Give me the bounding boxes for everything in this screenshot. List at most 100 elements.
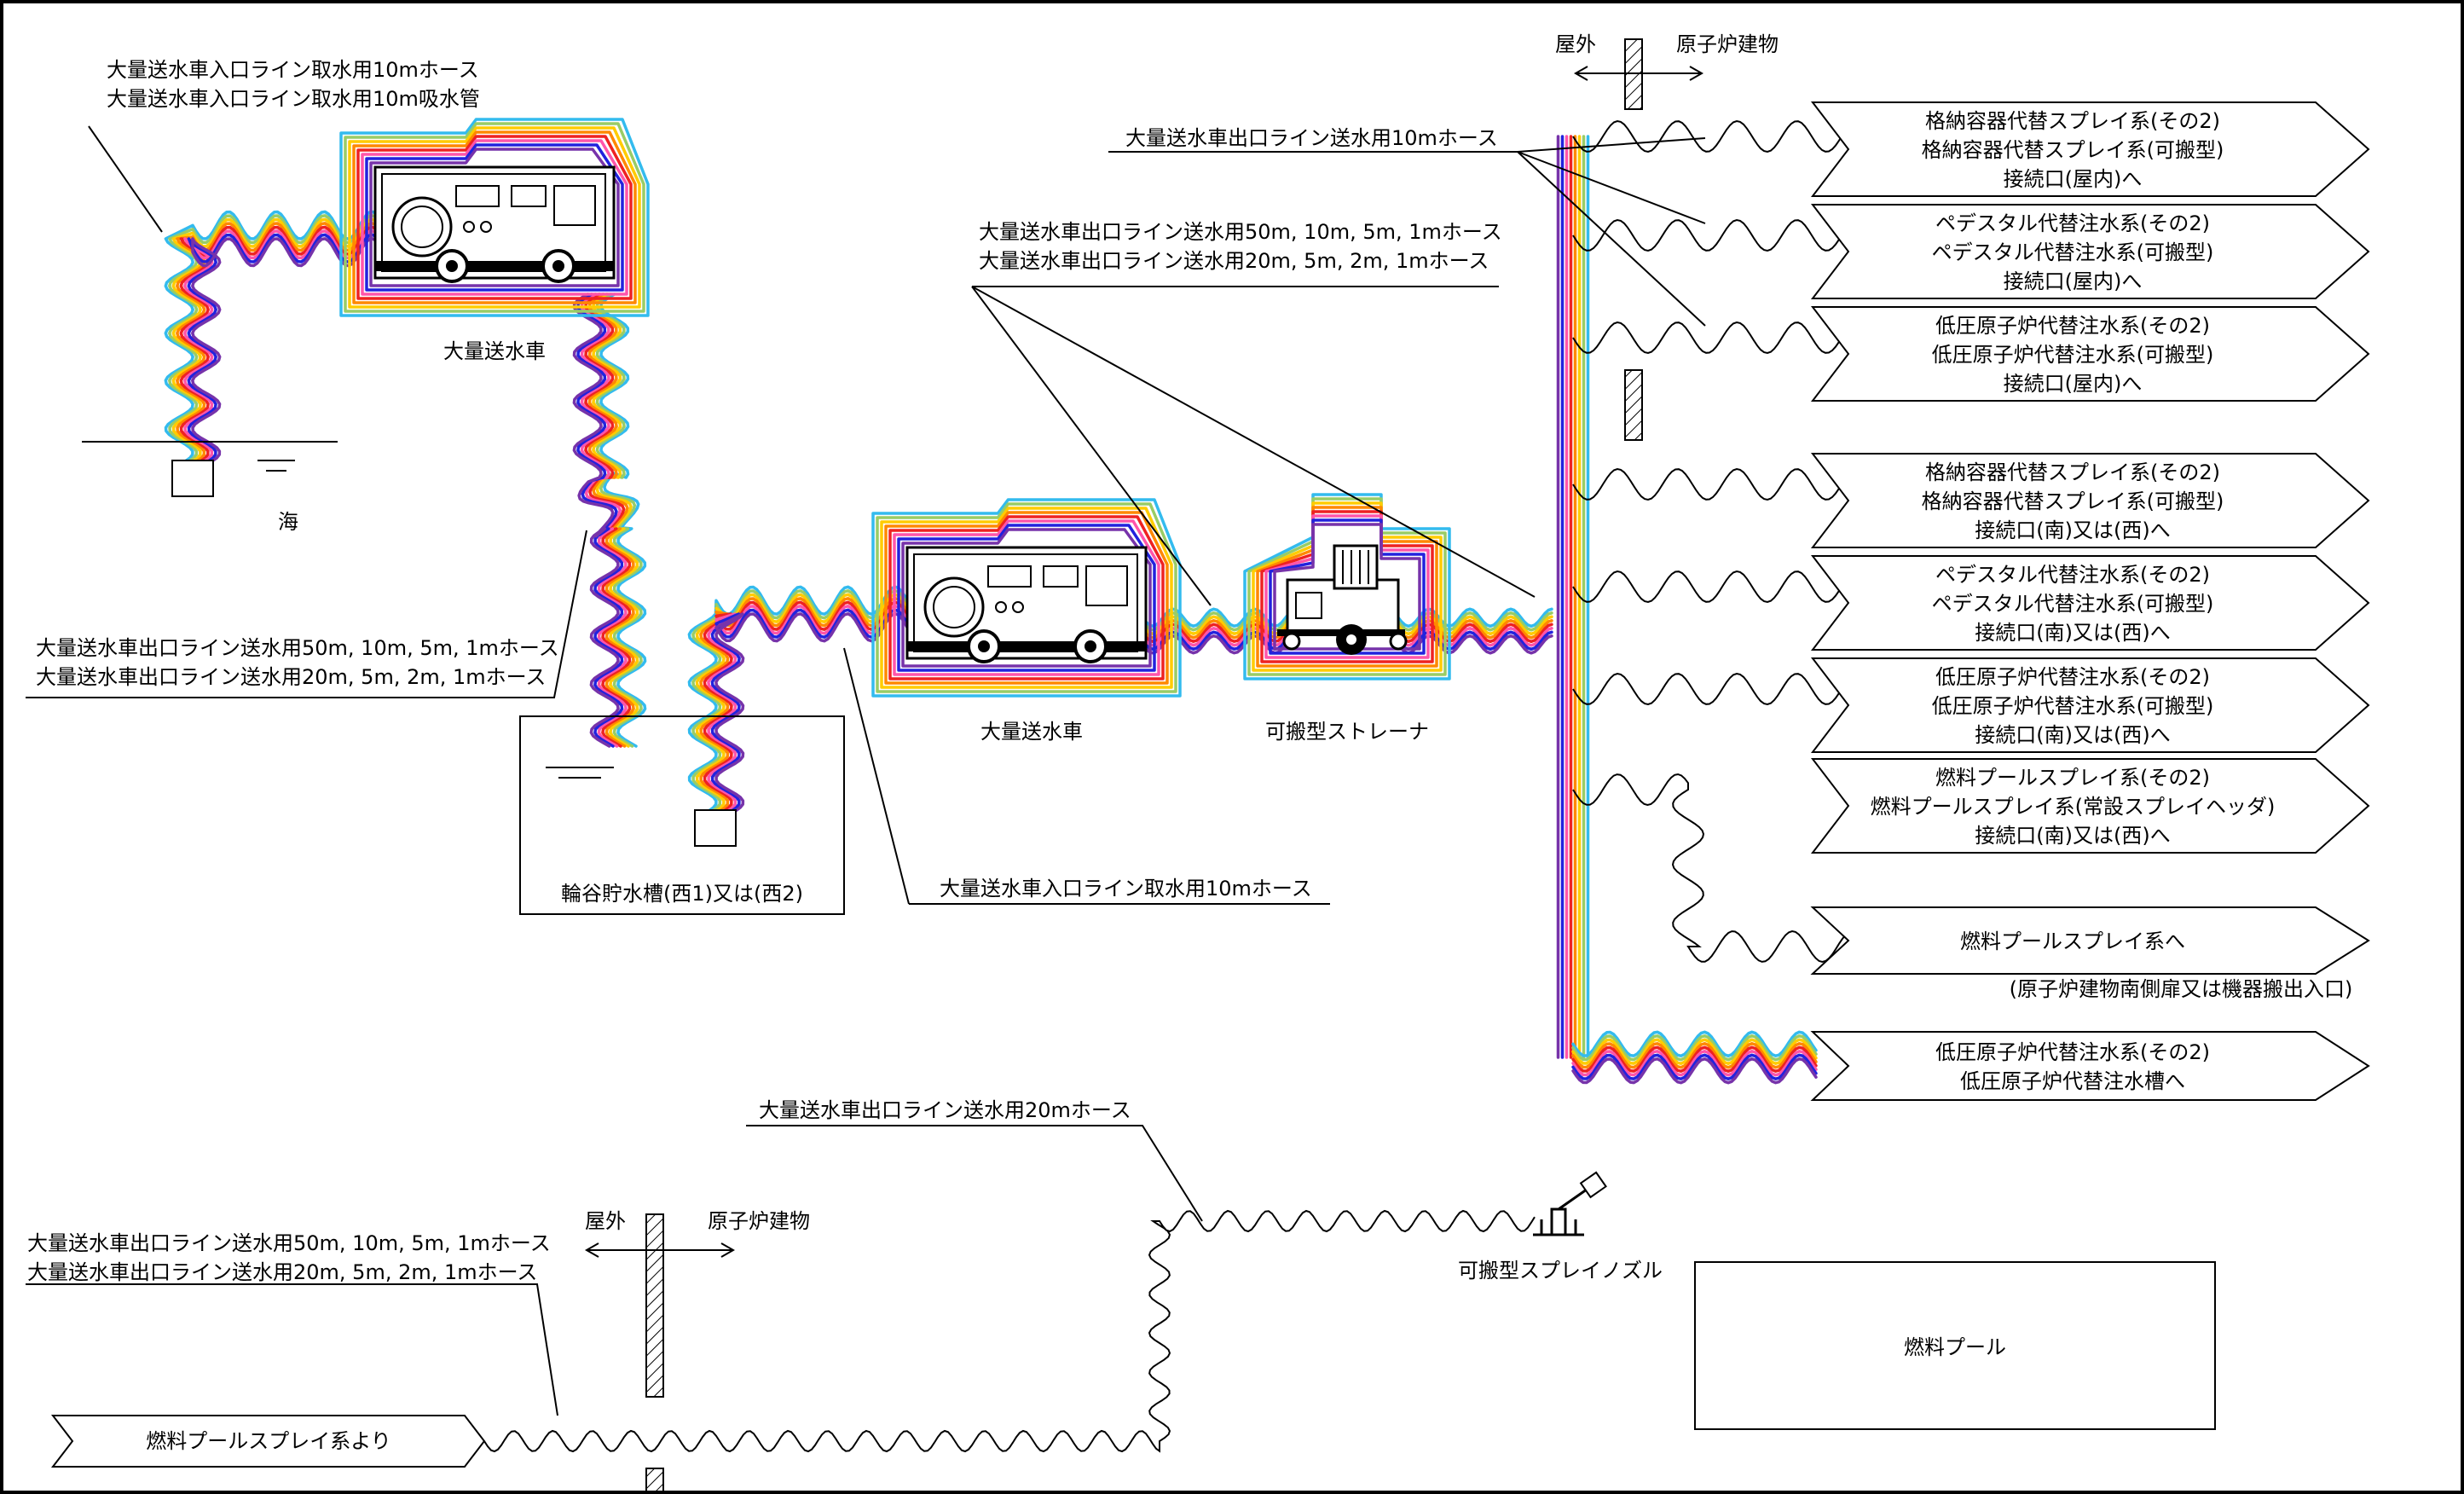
- destination-7: 燃料プールスプレイ系(その2) 燃料プールスプレイ系(常設スプレイヘッダ) 接続口(…: [1810, 758, 2370, 854]
- hose-tank-to-truck2: [687, 585, 914, 816]
- branch-hose-4: [1572, 467, 1847, 501]
- destination-line: 接続口(南)又は(西)へ: [1975, 824, 2170, 848]
- branch-hose-3: [1572, 321, 1847, 355]
- destination-5: ペデスタル代替注水系(その2) ペデスタル代替注水系(可搬型) 接続口(南)又は(西…: [1810, 555, 2370, 651]
- destination-box: [1810, 758, 2370, 854]
- text-labels: 大量送水車入口ライン取水用10mホース 大量送水車入口ライン取水用10m吸水管 …: [27, 32, 2352, 1453]
- truck-1: [373, 165, 616, 283]
- destination-line: 接続口(屋内)へ: [2004, 167, 2143, 191]
- destination-box: [1810, 101, 2370, 197]
- label-tank: 輪谷貯水槽(西1)又は(西2): [561, 882, 803, 906]
- boundary-bottom: [584, 1213, 736, 1494]
- label-strainer: 可搬型ストレーナ: [1265, 720, 1429, 744]
- halo-truck-1: [339, 118, 650, 317]
- destination-line: ペデスタル代替注水系(その2): [1935, 211, 2210, 235]
- destination-4: 格納容器代替スプレイ系(その2) 格納容器代替スプレイ系(可搬型) 接続口(南)又は…: [1810, 453, 2370, 548]
- hose-truck1-to-tank: [572, 292, 647, 748]
- destination-9: 低圧原子炉代替注水系(その2) 低圧原子炉代替注水槽へ: [1810, 1031, 2370, 1101]
- label-outdoor-top: 屋外: [1555, 32, 1596, 56]
- destination-8: 燃料プールスプレイ系へ: [1810, 906, 2370, 975]
- label-bottom-hose-a: 大量送水車出口ライン送水用50m, 10m, 5m, 1mホース: [27, 1231, 551, 1255]
- destination-line: ペデスタル代替注水系(可搬型): [1932, 592, 2214, 616]
- truck-2: [905, 546, 1148, 663]
- destination-box: [1810, 204, 2370, 299]
- label-mid-outlet-hose-b: 大量送水車出口ライン送水用20m, 5m, 2m, 1mホース: [979, 249, 1489, 273]
- destination-box: [1810, 453, 2370, 548]
- destination-line: 燃料プールスプレイ系へ: [1960, 929, 2185, 953]
- destination-box: [1810, 306, 2370, 402]
- sea-water: [82, 441, 338, 497]
- destination-line: 接続口(南)又は(西)へ: [1975, 723, 2170, 747]
- branch-hose-5: [1572, 570, 1847, 604]
- label-mid-outlet-hose-a: 大量送水車出口ライン送水用50m, 10m, 5m, 1mホース: [979, 220, 1502, 244]
- halo-strainer: [1243, 493, 1451, 680]
- fuel-pool-box: [1694, 1261, 2216, 1430]
- destination-line: ペデスタル代替注水系(その2): [1935, 563, 2210, 587]
- label-fuel-pool: 燃料プール: [1904, 1335, 2006, 1359]
- destination-line: 低圧原子炉代替注水槽へ: [1960, 1069, 2185, 1093]
- branch-hose-2: [1572, 218, 1847, 252]
- boundary-top: [1573, 38, 1704, 441]
- destination-line: 接続口(屋内)へ: [2004, 269, 2143, 293]
- leader-lines: [26, 125, 1706, 1416]
- destination-line: 燃料プールスプレイ系(その2): [1935, 766, 2210, 790]
- label-reactor-building-top: 原子炉建物: [1676, 32, 1779, 56]
- destination-2: ペデスタル代替注水系(その2) ペデスタル代替注水系(可搬型) 接続口(屋内)へ: [1810, 204, 2370, 299]
- destination-3: 低圧原子炉代替注水系(その2) 低圧原子炉代替注水系(可搬型) 接続口(屋内)へ: [1810, 306, 2370, 402]
- destination-list: 格納容器代替スプレイ系(その2) 格納容器代替スプレイ系(可搬型) 接続口(屋内)へ…: [1810, 101, 2370, 1101]
- thin-hoses: [483, 119, 1847, 1453]
- label-outlet-hose-b: 大量送水車出口ライン送水用20m, 5m, 2m, 1mホース: [36, 665, 546, 689]
- destination-line: 低圧原子炉代替注水系(可搬型): [1932, 343, 2214, 367]
- branch-hose-6: [1572, 672, 1847, 706]
- fuel-pool-entry-note: (原子炉建物南側扉又は機器搬出入口): [2010, 977, 2353, 1001]
- destination-line: 低圧原子炉代替注水系(その2): [1935, 314, 2210, 338]
- destination-box: [1810, 657, 2370, 753]
- halo-truck-2: [871, 498, 1182, 698]
- destination-box: [1810, 906, 2370, 975]
- destination-box: [1810, 1031, 2370, 1101]
- hose-bundles: [164, 135, 1818, 1085]
- label-truck-2: 大量送水車: [980, 720, 1083, 744]
- hose-header-to-bottom-dest: [1571, 1030, 1818, 1085]
- destination-line: 接続口(屋内)へ: [2004, 372, 2143, 396]
- bottom-hose-to-nozzle: [483, 1209, 1536, 1453]
- hose-sea-to-truck1: [164, 210, 381, 466]
- destination-line: 接続口(南)又は(西)へ: [1975, 621, 2170, 645]
- destination-line: 接続口(南)又は(西)へ: [1975, 518, 2170, 542]
- riser-header: [1556, 135, 1590, 1059]
- destination-box: [1810, 555, 2370, 651]
- label-tank-intake-hose: 大量送水車入口ライン取水用10mホース: [940, 877, 1312, 900]
- label-sea-intake-pipe: 大量送水車入口ライン取水用10m吸水管: [107, 87, 480, 111]
- branch-hose-7: [1572, 773, 1847, 964]
- destination-line: 低圧原子炉代替注水系(その2): [1935, 1040, 2210, 1064]
- branch-hose-1: [1572, 119, 1847, 153]
- destination-line: ペデスタル代替注水系(可搬型): [1932, 240, 2214, 264]
- destination-line: 低圧原子炉代替注水系(可搬型): [1932, 694, 2214, 718]
- label-sea-intake-hose: 大量送水車入口ライン取水用10mホース: [107, 58, 479, 82]
- label-from-fuel-pool: 燃料プールスプレイ系より: [146, 1429, 391, 1453]
- destination-line: 燃料プールスプレイ系(常設スプレイヘッダ): [1871, 795, 2276, 819]
- label-spray-nozzle: 可搬型スプレイノズル: [1458, 1259, 1663, 1283]
- destination-line: 格納容器代替スプレイ系(可搬型): [1922, 138, 2224, 162]
- destination-line: 格納容器代替スプレイ系(その2): [1925, 109, 2220, 133]
- label-bottom-outlet-hose-20m: 大量送水車出口ライン送水用20mホース: [759, 1098, 1131, 1122]
- water-tank: [519, 715, 845, 915]
- destination-6: 低圧原子炉代替注水系(その2) 低圧原子炉代替注水系(可搬型) 接続口(南)又は(西…: [1810, 657, 2370, 753]
- label-truck-1: 大量送水車: [443, 339, 546, 363]
- spray-nozzle-icon: [1533, 1171, 1607, 1236]
- from-fuel-pool-box: [50, 1415, 486, 1468]
- destination-1: 格納容器代替スプレイ系(その2) 格納容器代替スプレイ系(可搬型) 接続口(屋内)へ: [1810, 101, 2370, 197]
- hose-strainer-to-header: [1397, 607, 1553, 655]
- destination-line: 格納容器代替スプレイ系(その2): [1925, 460, 2220, 484]
- portable-strainer: [1277, 544, 1408, 655]
- label-sea: 海: [278, 510, 298, 534]
- destination-line: 低圧原子炉代替注水系(その2): [1935, 665, 2210, 689]
- vehicle-halos: [339, 118, 1451, 698]
- destination-line: 格納容器代替スプレイ系(可搬型): [1922, 489, 2224, 513]
- label-outlet-hose-a: 大量送水車出口ライン送水用50m, 10m, 5m, 1mホース: [36, 636, 559, 660]
- label-reactor-building-bottom: 原子炉建物: [708, 1209, 810, 1233]
- label-outdoor-bottom: 屋外: [585, 1209, 626, 1233]
- label-outlet-hose-10m: 大量送水車出口ライン送水用10mホース: [1125, 126, 1498, 150]
